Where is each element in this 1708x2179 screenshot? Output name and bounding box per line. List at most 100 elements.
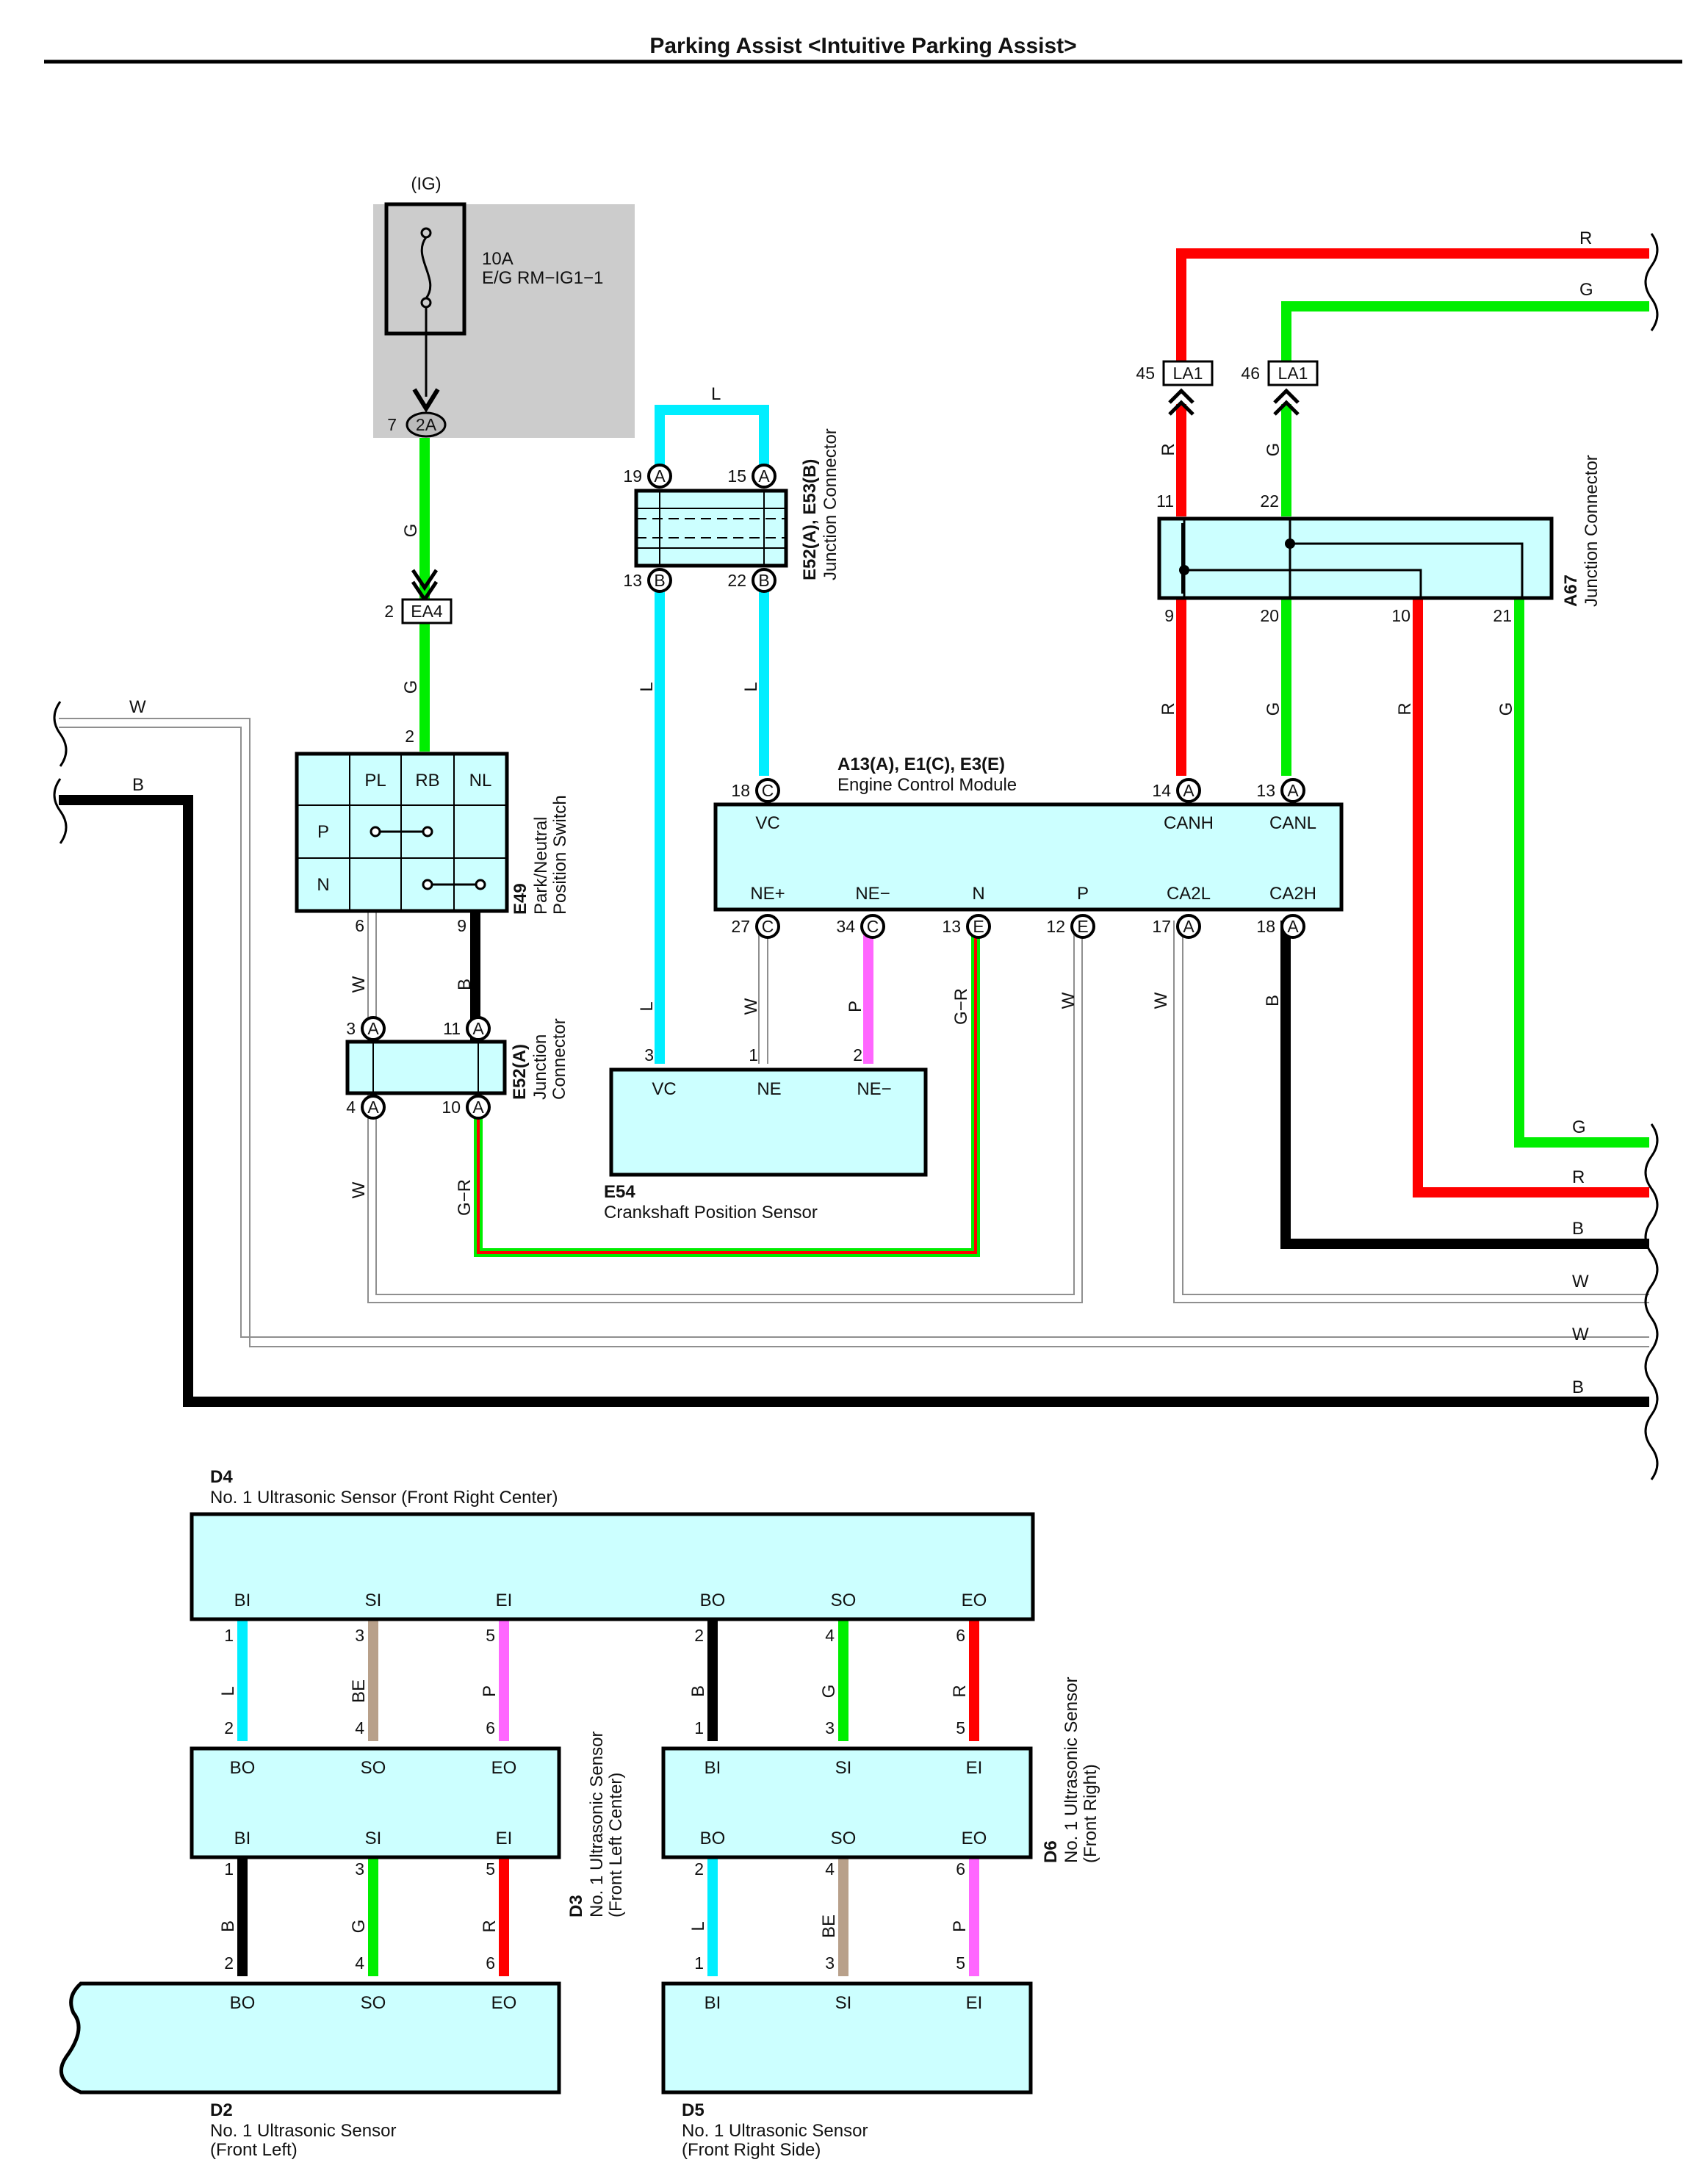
d3-terminal-pin: 2 bbox=[224, 1718, 234, 1737]
wire-color-label: W bbox=[1151, 992, 1171, 1009]
conn-2a bbox=[406, 411, 447, 438]
d4-name: No. 1 Ultrasonic Sensor (Front Right Cen… bbox=[210, 1488, 558, 1508]
d3-terminal-pin: 4 bbox=[355, 1718, 364, 1737]
e53-pin: 13 bbox=[623, 571, 642, 590]
d6-ultrasonic-sensor: D6 No. 1 Ultrasonic Sensor (Front Right) bbox=[661, 1677, 1100, 1863]
wire-w-top-long-inner bbox=[59, 727, 1649, 1338]
e53-letter: B bbox=[654, 571, 665, 590]
chevron-up-icon bbox=[1168, 388, 1194, 416]
ecm-letter: A bbox=[1183, 781, 1194, 800]
wire-color-label: W bbox=[741, 998, 761, 1015]
e49-col-nl: NL bbox=[469, 771, 492, 790]
d2-terminal-label: BO bbox=[230, 1993, 256, 2013]
la1-connectors: LA1 LA1 45 46 bbox=[1136, 360, 1319, 416]
e49-col-pl: PL bbox=[364, 771, 386, 790]
wire-color-label: P bbox=[480, 1685, 500, 1697]
e49-dot bbox=[370, 826, 381, 838]
d3-terminal-label: BI bbox=[234, 1829, 251, 1848]
d4-box bbox=[190, 1512, 1035, 1621]
fuse-rating: 10A bbox=[482, 249, 514, 269]
wire-color-label: BE bbox=[349, 1679, 369, 1703]
wire-color-label: R bbox=[480, 1920, 500, 1932]
wire-label: W bbox=[1572, 1325, 1589, 1344]
d5-name-2: (Front Right Side) bbox=[682, 2140, 821, 2160]
ecm-box bbox=[713, 802, 1344, 912]
d5-terminal-pin: 5 bbox=[956, 1953, 965, 1973]
a67-box bbox=[1157, 516, 1554, 600]
d3-terminal-label: EI bbox=[496, 1829, 513, 1848]
e52-e53-junction-connector: A A B B 19 15 13 22 E52(A), E53(B) Junct… bbox=[623, 428, 840, 593]
a67-internal bbox=[1183, 519, 1524, 598]
d3-code: D3 bbox=[566, 1895, 586, 1917]
wire-color-label: G−R bbox=[951, 988, 971, 1025]
ea4-code: EA4 bbox=[411, 602, 443, 621]
d4-terminal-pin: 5 bbox=[486, 1626, 495, 1645]
e54-pin: 3 bbox=[644, 1045, 654, 1065]
wire-b-main bbox=[59, 795, 1649, 1407]
a67-junction-connector: 11 22 9 20 10 21 A67 Junction Connector bbox=[1156, 455, 1601, 625]
e52-e53-internal-lines bbox=[636, 491, 786, 566]
d6-terminal-label: BI bbox=[705, 1758, 721, 1778]
wire-label: B bbox=[132, 775, 144, 795]
d2-terminal-label: EO bbox=[491, 1993, 517, 2013]
e52a-letter: A bbox=[472, 1019, 484, 1038]
d5-terminal-pin: 3 bbox=[825, 1953, 835, 1973]
wire-l-e52-loop bbox=[655, 405, 769, 476]
fuse-block: (IG) 10A E/G RM−IG1−1 2A 7 bbox=[373, 174, 635, 438]
d3-box bbox=[190, 1746, 561, 1859]
wire-color-label: W bbox=[349, 1181, 369, 1198]
wire-gr-inner bbox=[477, 921, 977, 1254]
a67-pin: 11 bbox=[1156, 491, 1174, 511]
wire-r-top bbox=[1176, 248, 1649, 365]
wire-label: G bbox=[1572, 1117, 1586, 1137]
wire-w-ca2l-inner bbox=[1182, 921, 1649, 1295]
e49-row-n: N bbox=[317, 875, 329, 895]
d6-terminal-pin: 1 bbox=[694, 1718, 704, 1737]
e49-dot bbox=[422, 826, 433, 838]
e49-park-neutral-switch: PL RB NL P N 2 6 9 E49 Park/Neutral Posi… bbox=[295, 727, 570, 935]
d3-terminal-pin: 3 bbox=[355, 1859, 364, 1879]
relay-box-area bbox=[373, 204, 635, 438]
wire-color-label: G bbox=[819, 1685, 839, 1699]
e49-row-p: P bbox=[317, 822, 329, 842]
ecm-pin: 18 bbox=[1256, 917, 1275, 936]
chevron-up-icon bbox=[1273, 388, 1300, 416]
la1-box-45 bbox=[1162, 360, 1214, 386]
d5-terminal-label: BI bbox=[705, 1993, 721, 2013]
d4-terminal-pin: 6 bbox=[956, 1626, 965, 1645]
wire-label: R bbox=[1572, 1167, 1585, 1187]
break-left-w bbox=[53, 701, 68, 767]
wire-color-label: R bbox=[1159, 702, 1178, 715]
e52a-pins bbox=[361, 1016, 491, 1120]
d2-box bbox=[59, 1981, 561, 2095]
wire-color-label: B bbox=[218, 1920, 238, 1932]
e49-name-2: Position Switch bbox=[550, 795, 570, 915]
wire-color-label: G bbox=[1496, 702, 1516, 716]
e52a-pin: 11 bbox=[443, 1019, 461, 1038]
d2-terminal-label: SO bbox=[361, 1993, 386, 2013]
d4-terminal-label: EO bbox=[962, 1591, 987, 1610]
ecm-pin: 18 bbox=[731, 781, 750, 800]
ecm-bottom-pins bbox=[755, 914, 1305, 939]
wire-color-label: L bbox=[741, 682, 761, 691]
wire-label: B bbox=[1572, 1219, 1584, 1239]
wire-label: W bbox=[129, 697, 146, 717]
e52a-name-2: Connector bbox=[549, 1018, 569, 1100]
wire-color-label: P bbox=[950, 1920, 970, 1932]
d6-terminal-pin: 6 bbox=[956, 1859, 965, 1879]
a67-name: Junction Connector bbox=[1582, 455, 1601, 607]
fuse-ig-label: (IG) bbox=[411, 174, 441, 194]
wire-color-label: G bbox=[401, 680, 421, 694]
a67-pin: 9 bbox=[1164, 606, 1174, 625]
ea4-pin: 2 bbox=[384, 602, 394, 621]
engine-control-module: A13(A), E1(C), E3(E) Engine Control Modu… bbox=[713, 754, 1344, 939]
ecm-top-pins bbox=[755, 778, 1305, 803]
d5-box bbox=[661, 1981, 1033, 2095]
d3-terminal-pin: 6 bbox=[486, 1718, 495, 1737]
d6-terminal-pin: 2 bbox=[694, 1859, 704, 1879]
la1-pin: 46 bbox=[1241, 364, 1260, 383]
d6-box bbox=[661, 1746, 1033, 1859]
wire-color-label: L bbox=[637, 1001, 657, 1011]
wire-label: L bbox=[711, 384, 721, 404]
d4-terminal-label: BO bbox=[700, 1591, 726, 1610]
